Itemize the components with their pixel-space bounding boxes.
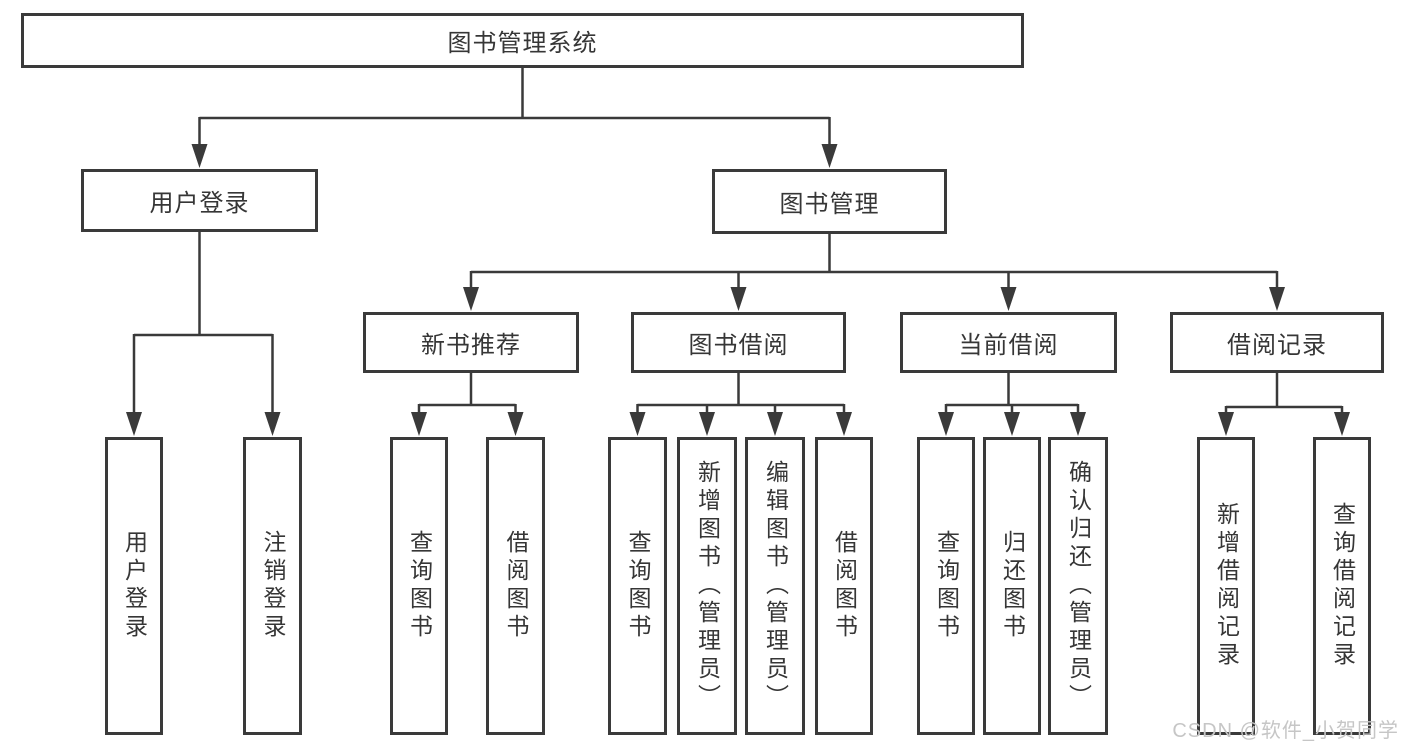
leaf-logout: 注销登录 [243, 437, 302, 735]
node-book-management: 图书管理 [712, 169, 947, 234]
csdn-watermark: CSDN @软件_小贺同学 [1172, 720, 1399, 742]
node-borrow-records: 借阅记录 [1170, 312, 1384, 373]
node-new-book-recommend: 新书推荐 [363, 312, 579, 373]
leaf-user-login: 用户登录 [105, 437, 163, 735]
leaf-add-borrow-record: 新增借阅记录 [1197, 437, 1255, 735]
leaf-return-books: 归还图书 [983, 437, 1041, 735]
node-current-borrow: 当前借阅 [900, 312, 1117, 373]
leaf-query-books: 查询图书 [608, 437, 667, 735]
leaf-query-books: 查询图书 [917, 437, 975, 735]
node-book-borrow: 图书借阅 [631, 312, 846, 373]
leaf-confirm-return-admin: 确认归还（管理员） [1048, 437, 1108, 735]
node-library-system: 图书管理系统 [21, 13, 1024, 68]
leaf-query-books: 查询图书 [390, 437, 448, 735]
leaf-edit-books-admin: 编辑图书（管理员） [745, 437, 805, 735]
leaf-borrow-books: 借阅图书 [486, 437, 545, 735]
leaf-query-borrow-record: 查询借阅记录 [1313, 437, 1371, 735]
leaf-borrow-books: 借阅图书 [815, 437, 873, 735]
leaf-add-books-admin: 新增图书（管理员） [677, 437, 737, 735]
node-user-login: 用户登录 [81, 169, 318, 232]
